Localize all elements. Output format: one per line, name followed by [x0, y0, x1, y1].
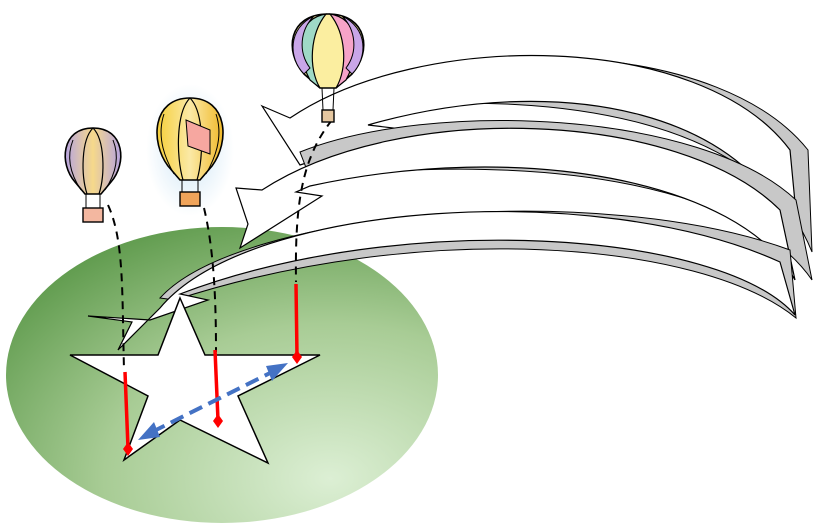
height-marker-left-tip — [123, 442, 133, 456]
tether-middle — [203, 207, 217, 353]
tether-right — [294, 119, 333, 283]
hot-air-balloon-icon — [64, 127, 122, 223]
tethers — [107, 119, 333, 371]
curved-arrow-bottom — [87, 211, 796, 351]
hot-air-balloon-icon — [291, 13, 365, 123]
tether-left — [107, 204, 125, 371]
height-marker-left — [123, 371, 130, 449]
height-marker-middle-tip — [213, 414, 223, 428]
distance-arrow-head-right — [266, 363, 288, 381]
distance-arrow-head-left — [138, 422, 160, 440]
curved-arrow-middle — [235, 127, 796, 281]
height-markers — [123, 283, 302, 456]
height-marker-right-tip — [292, 350, 302, 364]
height-marker-right — [294, 283, 299, 357]
distance-arrow — [138, 363, 288, 440]
height-marker-middle — [213, 349, 220, 421]
curved-arrows — [87, 55, 813, 351]
hot-air-balloon-icon — [146, 84, 234, 216]
